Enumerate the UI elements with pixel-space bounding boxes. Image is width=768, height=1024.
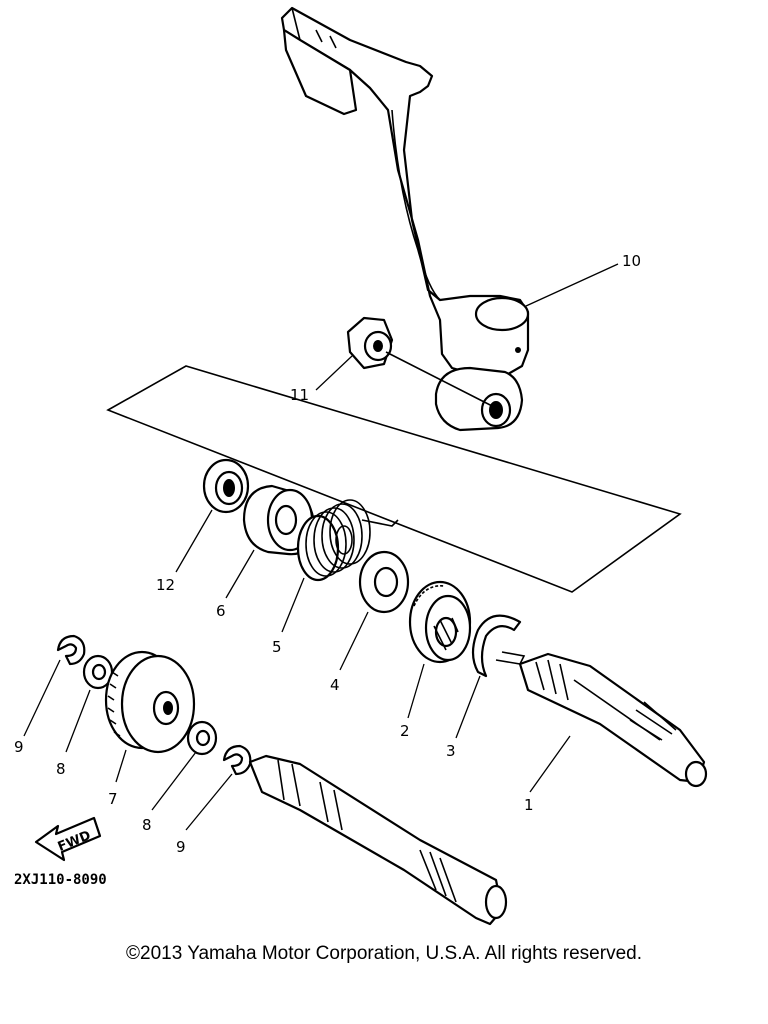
leader-5	[281, 577, 305, 633]
label-part-8b: 8	[142, 816, 152, 834]
leader-6	[225, 549, 255, 599]
kick-gear	[408, 580, 472, 664]
label-part-9b: 9	[176, 838, 186, 856]
main-shaft	[248, 754, 508, 926]
leader-2	[407, 663, 425, 719]
circlip-left	[56, 634, 86, 666]
label-part-9a: 9	[14, 738, 24, 756]
leader-11	[315, 355, 353, 391]
assembly-box	[106, 365, 682, 593]
leader-4	[339, 611, 369, 671]
label-part-7: 7	[108, 790, 118, 808]
kick-lever	[280, 6, 530, 432]
clip	[471, 614, 526, 678]
leader-8a	[65, 689, 91, 753]
leader-9b	[185, 773, 233, 831]
label-part-12: 12	[156, 576, 175, 594]
label-part-4: 4	[330, 676, 340, 694]
label-part-2: 2	[400, 722, 410, 740]
washer-right	[186, 720, 218, 756]
label-part-5: 5	[272, 638, 282, 656]
kick-axle	[518, 652, 708, 788]
leader-3	[455, 675, 481, 739]
nut	[346, 316, 501, 411]
label-part-10: 10	[622, 252, 641, 270]
circlip-right	[222, 744, 252, 776]
label-part-11: 11	[290, 386, 309, 404]
leader-1	[529, 735, 571, 793]
label-part-8a: 8	[56, 760, 66, 778]
oil-seal	[202, 458, 250, 514]
diagram-code: 2XJ110-8090	[14, 872, 107, 888]
fwd-arrow-icon: FWD	[34, 816, 102, 862]
label-part-6: 6	[216, 602, 226, 620]
copyright-notice: ©2013 Yamaha Motor Corporation, U.S.A. A…	[126, 943, 642, 964]
label-part-3: 3	[446, 742, 456, 760]
leader-8b	[151, 751, 197, 811]
idle-gear	[104, 650, 196, 754]
torsion-spring	[296, 499, 399, 582]
leader-10	[525, 263, 619, 307]
leader-9a	[23, 659, 61, 737]
leader-12	[175, 509, 213, 573]
washer	[358, 550, 410, 614]
spring-guide	[242, 484, 316, 556]
leader-7	[115, 749, 127, 783]
label-part-1: 1	[524, 796, 534, 814]
